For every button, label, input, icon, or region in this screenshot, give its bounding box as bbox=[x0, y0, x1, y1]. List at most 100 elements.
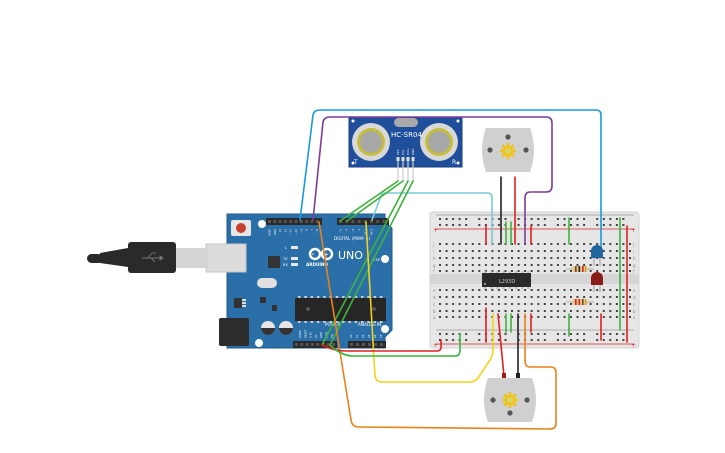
breadboard-hole[interactable] bbox=[471, 270, 474, 272]
breadboard-hole[interactable] bbox=[583, 310, 586, 312]
breadboard-hole[interactable] bbox=[589, 296, 592, 298]
breadboard-hole[interactable] bbox=[465, 333, 468, 335]
breadboard-hole[interactable] bbox=[570, 296, 572, 298]
wire-red-5v[interactable] bbox=[321, 339, 442, 352]
breadboard-hole[interactable] bbox=[478, 296, 481, 298]
breadboard-hole[interactable] bbox=[602, 270, 605, 272]
breadboard-hole[interactable] bbox=[445, 303, 448, 305]
breadboard-hole[interactable] bbox=[497, 289, 500, 291]
breadboard-hole[interactable] bbox=[511, 296, 513, 298]
breadboard-hole[interactable] bbox=[583, 296, 586, 298]
breadboard-hole[interactable] bbox=[517, 289, 520, 291]
breadboard-hole[interactable] bbox=[458, 296, 461, 298]
breadboard-hole[interactable] bbox=[622, 264, 625, 266]
breadboard-hole[interactable] bbox=[570, 270, 572, 272]
resistor[interactable] bbox=[566, 299, 594, 305]
breadboard-hole[interactable] bbox=[556, 257, 559, 259]
breadboard-hole[interactable] bbox=[530, 296, 533, 298]
breadboard-hole[interactable] bbox=[629, 243, 631, 245]
breadboard-hole[interactable] bbox=[622, 243, 625, 245]
breadboard-hole[interactable] bbox=[602, 243, 605, 245]
breadboard-hole[interactable] bbox=[583, 257, 586, 259]
breadboard-hole[interactable] bbox=[609, 257, 612, 259]
breadboard-hole[interactable] bbox=[445, 264, 448, 266]
breadboard-hole[interactable] bbox=[497, 310, 500, 312]
breadboard-hole[interactable] bbox=[504, 257, 507, 259]
sensor-pin[interactable] bbox=[411, 157, 415, 161]
breadboard-hole[interactable] bbox=[615, 250, 618, 252]
breadboard-hole[interactable] bbox=[504, 333, 507, 335]
breadboard-hole[interactable] bbox=[583, 264, 586, 266]
breadboard-hole[interactable] bbox=[543, 310, 546, 312]
breadboard-hole[interactable] bbox=[497, 270, 500, 272]
breadboard-hole[interactable] bbox=[596, 218, 599, 220]
breadboard-hole[interactable] bbox=[530, 310, 533, 312]
breadboard-hole[interactable] bbox=[583, 333, 586, 335]
breadboard-hole[interactable] bbox=[497, 296, 500, 298]
breadboard-hole[interactable] bbox=[491, 257, 494, 259]
breadboard-hole[interactable] bbox=[465, 218, 468, 220]
breadboard-hole[interactable] bbox=[478, 310, 481, 312]
breadboard-hole[interactable] bbox=[556, 339, 559, 341]
breadboard-hole[interactable] bbox=[471, 289, 474, 291]
header-pin[interactable] bbox=[368, 343, 371, 346]
breadboard-hole[interactable] bbox=[517, 296, 520, 298]
breadboard-hole[interactable] bbox=[589, 303, 592, 305]
header-pin[interactable] bbox=[295, 343, 298, 346]
breadboard-hole[interactable] bbox=[511, 316, 513, 318]
breadboard-hole[interactable] bbox=[589, 270, 592, 272]
breadboard-hole[interactable] bbox=[602, 310, 605, 312]
breadboard-hole[interactable] bbox=[478, 270, 481, 272]
breadboard-hole[interactable] bbox=[452, 303, 455, 305]
breadboard-hole[interactable] bbox=[615, 257, 618, 259]
breadboard-hole[interactable] bbox=[524, 289, 527, 291]
breadboard-hole[interactable] bbox=[439, 296, 441, 298]
breadboard-hole[interactable] bbox=[452, 289, 455, 291]
breadboard-hole[interactable] bbox=[543, 289, 546, 291]
breadboard-hole[interactable] bbox=[537, 289, 540, 291]
header-pin[interactable] bbox=[305, 343, 309, 346]
breadboard-hole[interactable] bbox=[517, 243, 520, 245]
breadboard-hole[interactable] bbox=[622, 339, 625, 341]
breadboard-hole[interactable] bbox=[530, 264, 533, 266]
breadboard-hole[interactable] bbox=[530, 270, 533, 272]
breadboard-hole[interactable] bbox=[497, 339, 500, 341]
sensor-pin[interactable] bbox=[401, 157, 405, 161]
breadboard-hole[interactable] bbox=[458, 303, 461, 305]
breadboard-hole[interactable] bbox=[629, 310, 631, 312]
breadboard-hole[interactable] bbox=[478, 250, 481, 252]
breadboard-hole[interactable] bbox=[465, 296, 468, 298]
breadboard-hole[interactable] bbox=[497, 303, 500, 305]
breadboard-hole[interactable] bbox=[517, 270, 520, 272]
breadboard-hole[interactable] bbox=[609, 316, 612, 318]
header-pin[interactable] bbox=[380, 343, 383, 346]
breadboard-hole[interactable] bbox=[484, 218, 487, 220]
breadboard-hole[interactable] bbox=[583, 218, 586, 220]
breadboard-hole[interactable] bbox=[622, 316, 625, 318]
breadboard-hole[interactable] bbox=[458, 264, 461, 266]
wire-green-sensor-1[interactable] bbox=[339, 180, 399, 222]
breadboard-hole[interactable] bbox=[583, 316, 586, 318]
breadboard-hole[interactable] bbox=[524, 264, 527, 266]
breadboard-hole[interactable] bbox=[609, 243, 612, 245]
breadboard-hole[interactable] bbox=[471, 250, 474, 252]
breadboard-hole[interactable] bbox=[484, 257, 487, 259]
breadboard-hole[interactable] bbox=[439, 303, 441, 305]
header-pin[interactable] bbox=[376, 220, 380, 223]
sensor-pin[interactable] bbox=[406, 157, 410, 161]
breadboard-hole[interactable] bbox=[530, 250, 533, 252]
header-pin[interactable] bbox=[357, 220, 361, 223]
breadboard-hole[interactable] bbox=[615, 264, 618, 266]
breadboard-hole[interactable] bbox=[471, 303, 474, 305]
breadboard-hole[interactable] bbox=[543, 250, 546, 252]
breadboard-hole[interactable] bbox=[543, 257, 546, 259]
wire-blue[interactable] bbox=[299, 109, 602, 251]
breadboard-hole[interactable] bbox=[445, 250, 448, 252]
breadboard-hole[interactable] bbox=[615, 316, 618, 318]
breadboard-hole[interactable] bbox=[589, 316, 592, 318]
breadboard-hole[interactable] bbox=[563, 257, 566, 259]
breadboard-hole[interactable] bbox=[629, 296, 631, 298]
breadboard-hole[interactable] bbox=[570, 243, 572, 245]
breadboard-hole[interactable] bbox=[511, 270, 513, 272]
breadboard-hole[interactable] bbox=[458, 250, 461, 252]
